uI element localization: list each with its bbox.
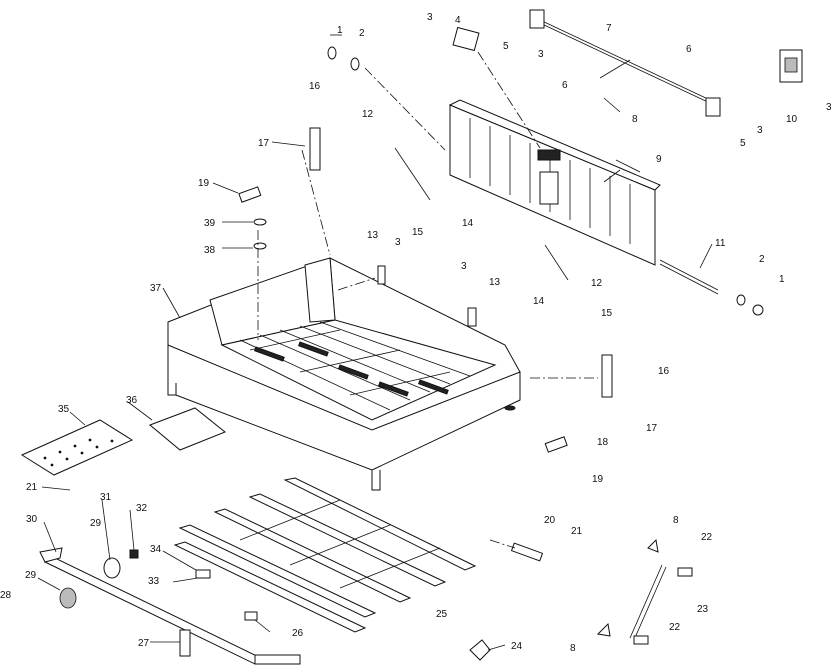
callout-label: 15 [601,308,613,319]
callout-label: 16 [309,81,321,92]
callout-label: 14 [533,296,545,307]
callout-label: 12 [362,109,374,120]
callout-label: 6 [562,80,568,91]
callout-label: 37 [150,283,162,294]
callout-label: 5 [503,41,509,52]
callout-label: 26 [292,628,304,639]
callout-label: 39 [204,218,216,229]
cargo-box [167,257,521,491]
callout-label: 28 [0,590,12,601]
callout-label: 14 [462,218,474,229]
callout-label: 1 [779,274,785,285]
callout-label: 3 [757,125,763,136]
callout-label: 8 [570,643,576,654]
hardware [129,9,803,661]
callout-label: 16 [658,366,670,377]
callout-label: 7 [606,23,612,34]
callout-label: 21 [26,482,38,493]
callout-label: 20 [544,515,556,526]
callout-label: 32 [136,503,148,514]
callout-label: 17 [646,423,658,434]
callout-label: 19 [198,178,210,189]
callout-label: 22 [669,622,681,633]
callout-label: 25 [436,609,448,620]
callout-label: 19 [592,474,604,485]
callout-label: 24 [511,641,523,652]
callout-label: 35 [58,404,70,415]
callout-label: 36 [126,395,138,406]
callout-label: 30 [26,514,38,525]
callout-label: 15 [412,227,424,238]
callout-label: 5 [740,138,746,149]
leader-lines [37,34,713,651]
callout-label: 31 [100,492,112,503]
tailgate [448,99,661,266]
callout-label: 23 [697,604,709,615]
callout-label: 2 [359,28,365,39]
callout-label: 3 [395,237,401,248]
callout-label: 8 [632,114,638,125]
callout-label: 8 [673,515,679,526]
callout-label: 17 [258,138,270,149]
callout-label: 12 [591,278,603,289]
rear-bar [39,547,301,665]
callout-label: 29 [90,518,102,529]
callout-label: 3 [826,102,832,113]
rods [394,19,719,641]
callout-label: 2 [759,254,765,265]
callout-label: 21 [571,526,583,537]
callout-label: 4 [455,15,461,26]
frame-rails [173,477,477,633]
callout-label: 11 [715,238,726,249]
callout-label: 33 [148,576,160,587]
callout-label: 3 [538,49,544,60]
callout-label: 13 [489,277,501,288]
callout-label: 6 [686,44,692,55]
callout-label: 38 [204,245,216,256]
callout-label: 34 [150,544,162,555]
callout-label: 18 [597,437,609,448]
callout-labels: 1 2 3 4 5 3 7 6 6 8 5 3 10 3 9 16 17 12 … [0,12,832,654]
callout-label: 27 [138,638,150,649]
skid-plate [20,407,226,476]
callout-label: 22 [701,532,713,543]
callout-label: 10 [786,114,798,125]
callout-label: 29 [25,570,37,581]
callout-label: 3 [461,261,467,272]
callout-label: 13 [367,230,379,241]
callout-label: 1 [337,25,343,36]
callout-label: 9 [656,154,662,165]
callout-label: 3 [427,12,433,23]
